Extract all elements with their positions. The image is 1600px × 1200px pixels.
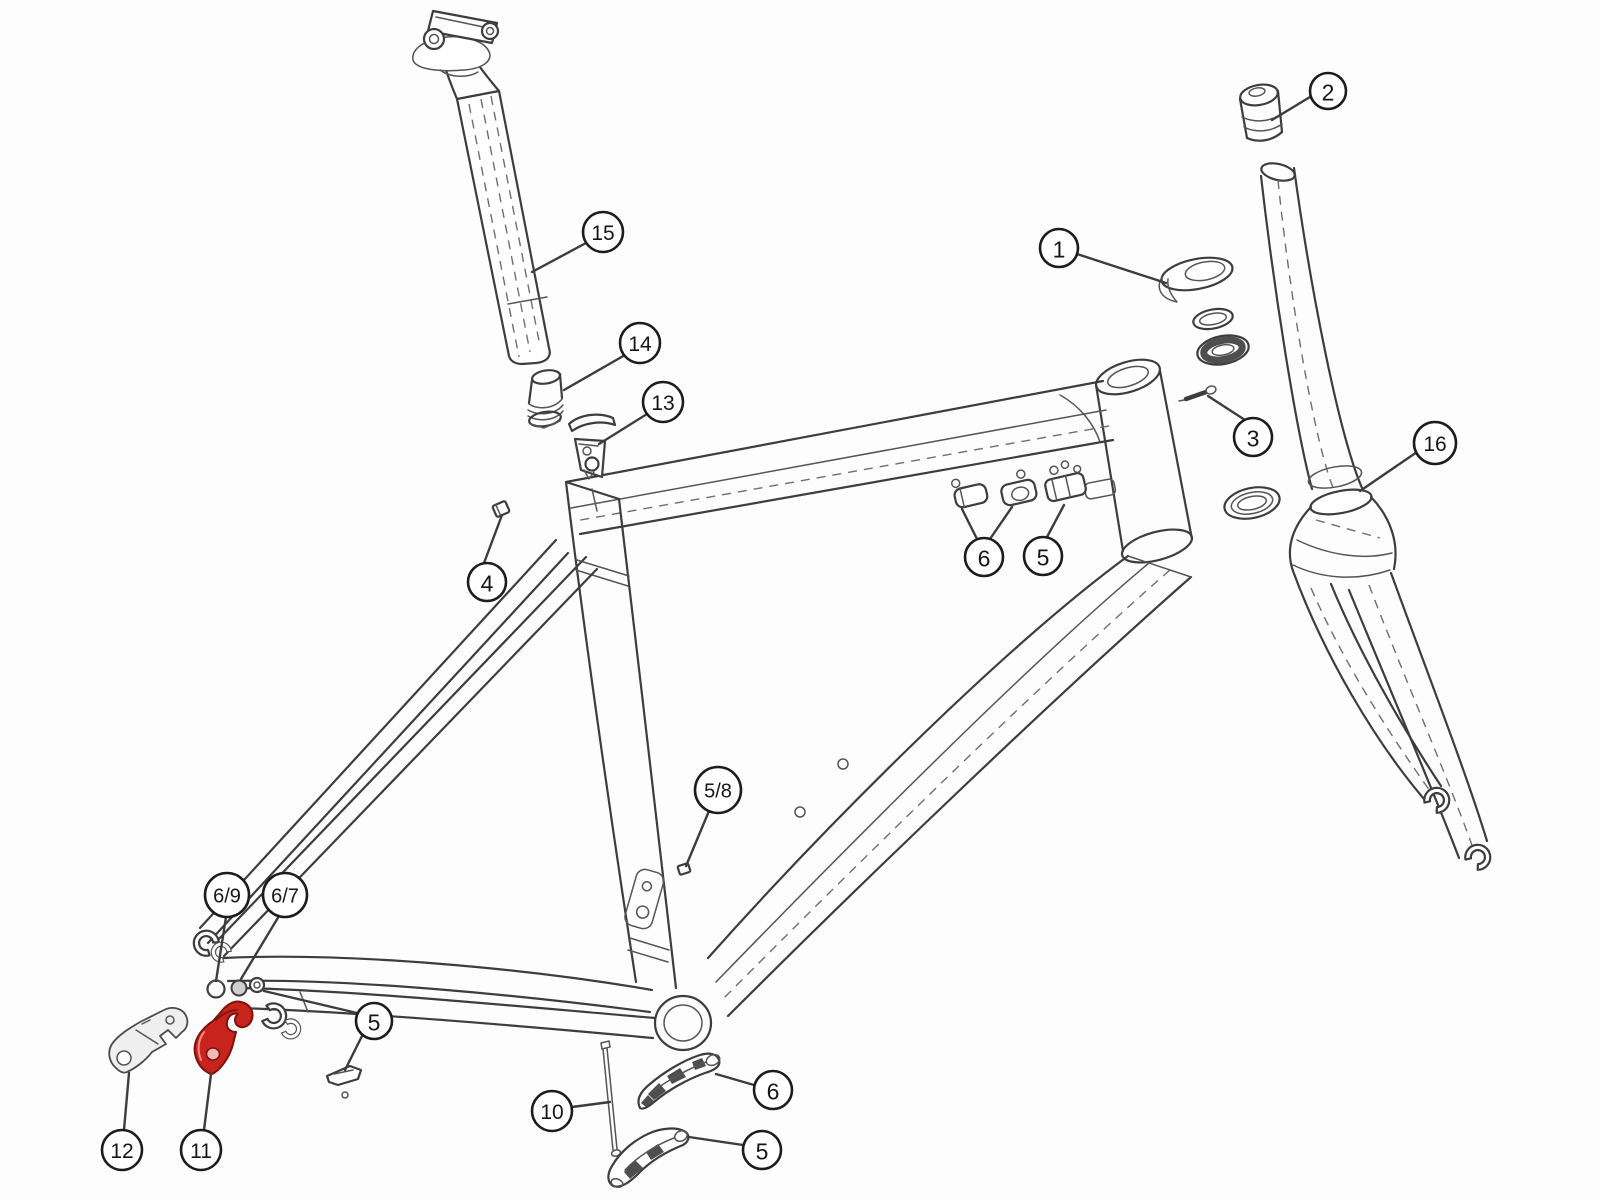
axle-rod-illustration — [600, 1040, 622, 1157]
hanger-extension-illustration — [108, 1007, 189, 1074]
svg-text:5: 5 — [756, 1139, 769, 1165]
callout-6: 6 — [960, 505, 1014, 578]
callout-10: 10 — [530, 1089, 612, 1133]
svg-text:10: 10 — [540, 1101, 563, 1124]
axle-nut-illustration — [206, 979, 226, 999]
bottle-boss — [794, 806, 806, 818]
axle-washer-illustration — [248, 976, 266, 994]
bottom-bracket-shell — [653, 994, 713, 1052]
callout-16: 16 — [1358, 420, 1458, 493]
callout-1: 1 — [1038, 227, 1168, 285]
callout-15: 15 — [530, 210, 625, 274]
headset-top-cover-illustration — [1158, 256, 1234, 303]
callout-11: 11 — [179, 1072, 223, 1172]
fork-illustration — [1259, 162, 1497, 874]
svg-text:5/8: 5/8 — [704, 781, 732, 803]
frame-illustration — [187, 358, 1194, 1052]
chainstay-protector-upper-illustration — [637, 1052, 721, 1110]
seatpost-illustration — [412, 9, 551, 366]
svg-text:11: 11 — [190, 1140, 212, 1163]
seatpost-expander-illustration — [527, 369, 564, 429]
chain-catcher-plate-illustration — [325, 1064, 363, 1099]
cone-nut-illustration — [230, 979, 248, 997]
callout-4: 4 — [466, 513, 508, 603]
svg-text:6: 6 — [978, 546, 991, 572]
cable-guide-b — [1000, 469, 1038, 507]
seatstay-dropout — [187, 924, 223, 961]
callout-6-7: 6/7 — [239, 871, 309, 981]
callout-5: 5 — [262, 989, 394, 1072]
svg-text:16: 16 — [1423, 433, 1446, 456]
callout-3: 3 — [1206, 394, 1274, 458]
downtube-grommet-illustration — [676, 862, 692, 876]
headset-crown-race-illustration — [1223, 486, 1281, 520]
headset-bearing-illustration — [1196, 334, 1250, 366]
svg-text:14: 14 — [628, 333, 652, 356]
svg-text:15: 15 — [591, 222, 614, 245]
svg-text:13: 13 — [651, 392, 674, 415]
callout-6-9: 6/9 — [203, 871, 251, 983]
chainstay-protector-lower-illustration — [607, 1127, 690, 1189]
setscrew-illustration — [1178, 385, 1217, 402]
frame-plug-illustration — [491, 500, 511, 518]
svg-text:2: 2 — [1322, 80, 1335, 106]
svg-text:1: 1 — [1053, 237, 1066, 263]
headset-compression-ring-illustration — [1192, 307, 1234, 331]
fork-dropout — [1419, 781, 1456, 817]
chainstay-dropout — [260, 1000, 291, 1033]
derailleur-mount — [624, 868, 665, 930]
callout-5-8: 5/8 — [684, 765, 743, 868]
headset-top-cap-illustration — [1238, 83, 1284, 142]
seat-clamp-wedge-illustration — [567, 413, 617, 480]
svg-text:6/9: 6/9 — [213, 886, 241, 908]
svg-text:6/7: 6/7 — [271, 886, 299, 908]
callout-13: 13 — [597, 380, 685, 446]
svg-text:3: 3 — [1247, 426, 1260, 452]
cable-guide-a — [950, 478, 989, 509]
callout-14: 14 — [562, 321, 662, 392]
svg-text:5: 5 — [1037, 545, 1050, 571]
callout-2: 2 — [1270, 71, 1348, 122]
callout-6: 6 — [714, 1069, 794, 1111]
callout-5: 5 — [1022, 503, 1066, 577]
cable-guide-c — [1044, 460, 1087, 503]
svg-text:12: 12 — [110, 1140, 133, 1163]
svg-text:6: 6 — [767, 1079, 780, 1105]
svg-text:4: 4 — [481, 571, 494, 597]
callout-5: 5 — [687, 1129, 783, 1171]
callout-12: 12 — [100, 1071, 144, 1172]
bottle-boss — [837, 758, 849, 770]
derailleur-hanger-illustration — [193, 1000, 254, 1075]
fork-dropout — [1460, 838, 1497, 874]
svg-text:5: 5 — [368, 1010, 381, 1036]
